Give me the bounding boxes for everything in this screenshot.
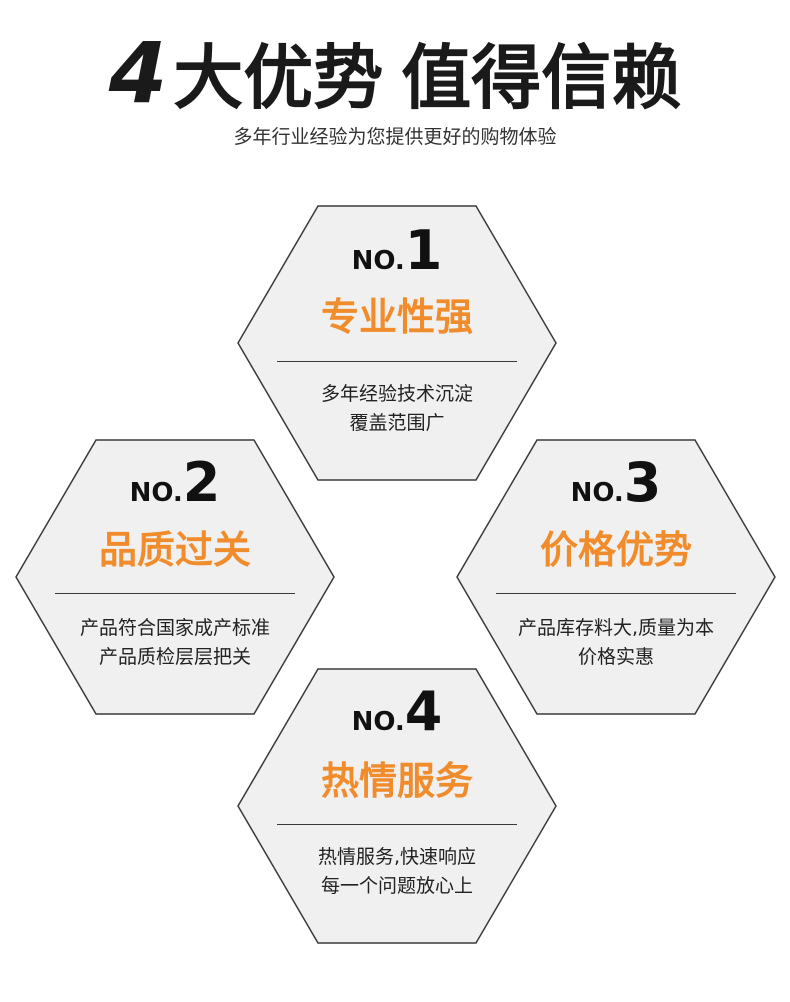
advantage-description: 产品库存料大,质量为本 价格实惠 <box>456 614 776 672</box>
description-line-2: 价格实惠 <box>577 646 654 668</box>
description-line-1: 产品库存料大,质量为本 <box>517 617 715 639</box>
hexagon-shape <box>237 668 557 944</box>
advantage-number: NO.2 <box>129 451 221 514</box>
description-line-2: 覆盖范围广 <box>349 412 445 434</box>
hexagon-shape <box>456 439 776 715</box>
divider-line <box>496 593 736 594</box>
advantage-card-2: NO.2 品质过关 产品符合国家成产标准 产品质检层层把关 <box>15 439 335 715</box>
description-line-2: 每一个问题放心上 <box>320 875 473 897</box>
divider-line <box>277 824 517 825</box>
title-part-2: 值得信赖 <box>401 37 682 119</box>
advantage-title: 品质过关 <box>98 528 251 572</box>
divider-line <box>277 361 517 362</box>
advantage-description: 多年经验技术沉淀 覆盖范围广 <box>237 380 557 438</box>
title-number: 4 <box>108 24 168 122</box>
advantage-title: 专业性强 <box>320 295 473 339</box>
advantage-card-4: NO.4 热情服务 热情服务,快速响应 每一个问题放心上 <box>237 668 557 944</box>
page-title: 4大优势值得信赖 <box>0 28 790 123</box>
description-line-1: 多年经验技术沉淀 <box>320 383 473 405</box>
advantage-number: NO.1 <box>351 219 443 282</box>
advantage-card-1: NO.1 专业性强 多年经验技术沉淀 覆盖范围广 <box>237 205 557 481</box>
advantage-title: 热情服务 <box>320 759 473 803</box>
hexagon-shape <box>237 205 557 481</box>
advantage-number: NO.4 <box>351 680 443 743</box>
description-line-2: 产品质检层层把关 <box>98 646 251 668</box>
advantage-card-3: NO.3 价格优势 产品库存料大,质量为本 价格实惠 <box>456 439 776 715</box>
advantage-description: 热情服务,快速响应 每一个问题放心上 <box>237 843 557 901</box>
divider-line <box>55 593 295 594</box>
advantage-title: 价格优势 <box>539 528 692 572</box>
title-part-1: 大优势 <box>173 37 384 119</box>
description-line-1: 热情服务,快速响应 <box>317 846 477 868</box>
advantage-number: NO.3 <box>570 451 662 514</box>
description-line-1: 产品符合国家成产标准 <box>79 617 270 639</box>
page-subtitle: 多年行业经验为您提供更好的购物体验 <box>233 126 557 148</box>
advantage-description: 产品符合国家成产标准 产品质检层层把关 <box>15 614 335 672</box>
hexagon-shape <box>15 439 335 715</box>
